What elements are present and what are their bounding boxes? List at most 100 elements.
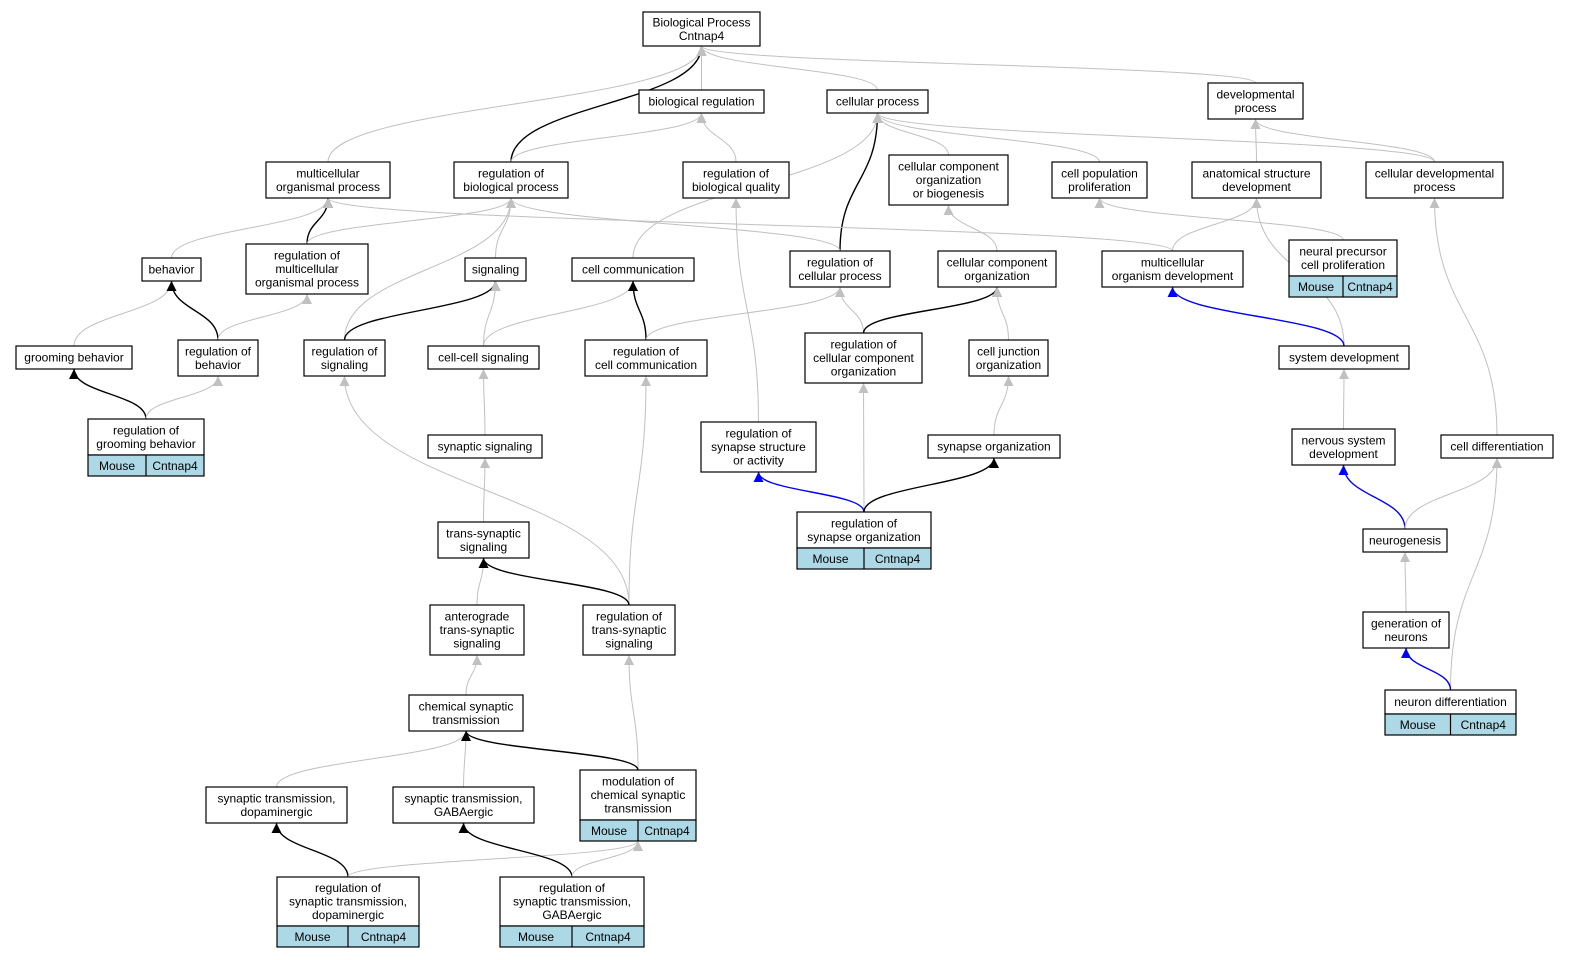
edge-synorg-to-celljunction bbox=[993, 375, 1014, 436]
edge-neurondiff-to-genneurons bbox=[1401, 647, 1452, 691]
node-box bbox=[1440, 434, 1554, 459]
node-box bbox=[1365, 161, 1504, 199]
node-box bbox=[408, 694, 524, 732]
node-synsig[interactable]: synaptic signaling bbox=[427, 434, 543, 459]
edge-regsynorg-to-synorg bbox=[863, 457, 999, 513]
node-label-line: cell-cell signaling bbox=[438, 351, 529, 365]
node-synorg[interactable]: synapse organization bbox=[927, 434, 1061, 459]
edge-regtranssyn-to-transsyn bbox=[478, 557, 630, 606]
edge-regsynstruct-to-regbioqual bbox=[731, 197, 759, 423]
edge-regccorg-to-regcellproc bbox=[835, 286, 864, 334]
node-box bbox=[429, 604, 525, 656]
annotation-gene: Cntnap4 bbox=[585, 930, 631, 944]
node-label-line: organization bbox=[964, 269, 1029, 283]
node-label-line: regulation of bbox=[725, 427, 792, 441]
edge-reggrooming-to-grooming bbox=[69, 368, 147, 420]
edge-neuralprecursor-to-cellpopprolif bbox=[1094, 197, 1344, 241]
node-cellproc[interactable]: cellular process bbox=[826, 89, 929, 114]
node-behavior[interactable]: behavior bbox=[141, 257, 202, 282]
node-label-line: developmental bbox=[1216, 87, 1294, 101]
node-label-line: organization bbox=[916, 173, 981, 187]
annotation-species: Mouse bbox=[294, 930, 330, 944]
edge-multiorgdev-to-multiorg bbox=[323, 197, 1173, 252]
edge-celldevproc-to-devproc bbox=[1250, 118, 1435, 163]
node-label-line: chemical synaptic bbox=[419, 699, 514, 713]
node-label-line: grooming behavior bbox=[24, 351, 123, 365]
node-syndopa[interactable]: synaptic transmission,dopaminergic bbox=[205, 786, 348, 824]
node-label-line: synapse organization bbox=[807, 530, 920, 544]
edge-neurogenesis-to-nsdev bbox=[1338, 464, 1406, 530]
node-box bbox=[700, 421, 817, 473]
node-cellcellsig[interactable]: cell-cell signaling bbox=[427, 345, 540, 370]
node-signaling[interactable]: signaling bbox=[464, 257, 527, 282]
node-label-line: cellular component bbox=[947, 255, 1048, 269]
node-sysdev[interactable]: system development bbox=[1278, 345, 1410, 370]
edge-neurondiff-to-celldiff bbox=[1450, 457, 1502, 691]
node-box bbox=[1101, 250, 1244, 288]
annotation-gene: Cntnap4 bbox=[875, 552, 921, 566]
node-label-line: regulation of bbox=[315, 881, 382, 895]
edge-antero-to-transsyn bbox=[476, 557, 489, 606]
node-box bbox=[205, 786, 348, 824]
node-label-line: or activity bbox=[733, 454, 784, 468]
node-box bbox=[141, 257, 202, 282]
node-label-line: regulation of bbox=[113, 423, 180, 437]
node-label-line: dopaminergic bbox=[240, 805, 312, 819]
node-label-line: generation of bbox=[1371, 616, 1442, 630]
node-neurogenesis[interactable]: neurogenesis bbox=[1362, 528, 1448, 553]
node-box bbox=[437, 521, 530, 559]
node-celldiff[interactable]: cell differentiation bbox=[1440, 434, 1554, 459]
node-syngaba[interactable]: synaptic transmission,GABAergic bbox=[392, 786, 535, 824]
node-label-line: biological quality bbox=[692, 180, 780, 194]
edge-cellpopprolif-to-cellproc bbox=[872, 112, 1100, 163]
edge-regsyngaba-to-modchemsyn bbox=[571, 840, 643, 878]
node-box bbox=[427, 434, 543, 459]
edge-regsyndopa-to-modchemsyn bbox=[347, 840, 643, 878]
edge-regsyndopa-to-syndopa bbox=[271, 822, 349, 878]
node-label-line: synaptic transmission, bbox=[513, 895, 631, 909]
annotation-gene: Cntnap4 bbox=[361, 930, 407, 944]
node-box bbox=[571, 257, 695, 282]
node-grooming[interactable]: grooming behavior bbox=[15, 345, 133, 370]
node-label-line: regulation of bbox=[703, 166, 770, 180]
node-bioreg[interactable]: biological regulation bbox=[638, 89, 765, 114]
edge-regcellcomm-to-regcellproc bbox=[645, 286, 845, 341]
node-cellcomm[interactable]: cell communication bbox=[571, 257, 695, 282]
annotation-gene: Cntnap4 bbox=[1347, 280, 1393, 294]
node-box bbox=[804, 332, 923, 384]
annotation-gene: Cntnap4 bbox=[1461, 718, 1507, 732]
